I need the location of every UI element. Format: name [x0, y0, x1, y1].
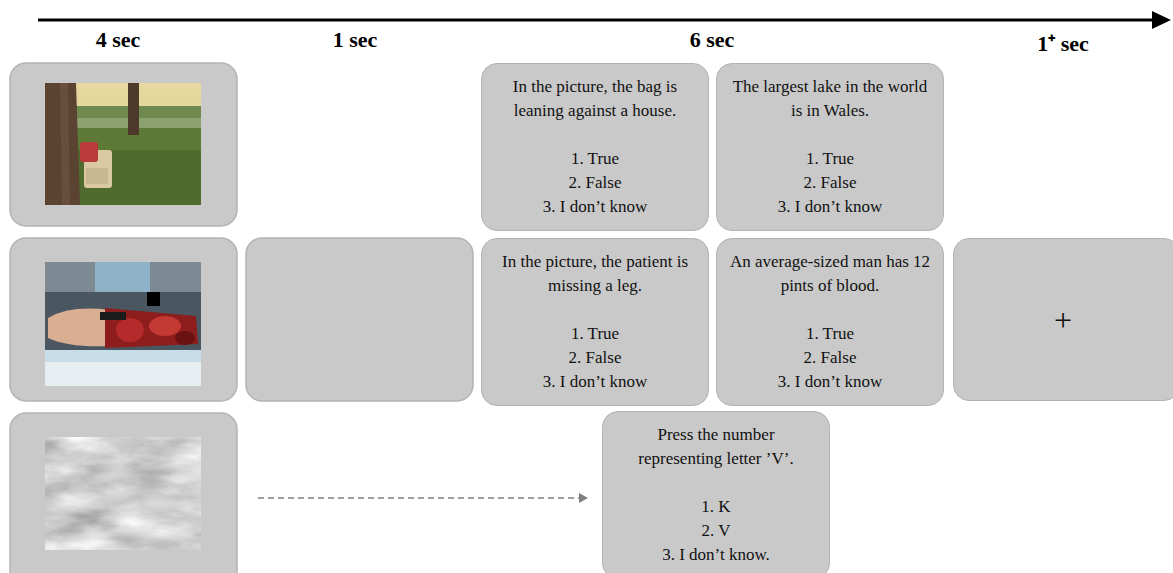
image-frame: [10, 413, 237, 573]
patient-photo: [45, 262, 201, 386]
text-stack: In the picture, the patient is missing a…: [494, 250, 696, 394]
answer-option: 3. I don’t know: [778, 195, 883, 219]
time-label: 1 sec: [333, 27, 378, 53]
answer-option: 2. False: [804, 346, 857, 370]
answer-option: 3. I don’t know: [778, 370, 883, 394]
answer-option: 1. K: [701, 495, 730, 519]
answer-option: 3. I don’t know.: [662, 543, 770, 567]
answer-option: 1. True: [571, 322, 619, 346]
text-stack: In the picture, the bag is leaning again…: [494, 75, 696, 219]
question-text: An average-sized man has 12 pints of blo…: [729, 250, 931, 298]
answer-option: 3. I don’t know: [543, 370, 648, 394]
question-box: An average-sized man has 12 pints of blo…: [716, 238, 944, 406]
answer-option: 3. I don’t know: [543, 195, 648, 219]
question-text: In the picture, the patient is missing a…: [494, 250, 696, 298]
question-text: Press the number representing letter ’V’…: [615, 423, 817, 471]
blank-screen: [246, 238, 473, 401]
image-frame: [10, 63, 237, 226]
timeline-arrowhead: [1152, 11, 1171, 29]
time-label: 6 sec: [690, 27, 735, 53]
answer-option: 1. True: [806, 322, 854, 346]
dashed-arrow: [258, 497, 587, 499]
image-frame: [10, 238, 237, 401]
time-label: 1⁺ sec: [1037, 27, 1089, 57]
question-box: The largest lake in the world is in Wale…: [716, 63, 944, 231]
time-label: 4 sec: [96, 27, 141, 53]
park-photo: [45, 83, 201, 205]
question-box: In the picture, the bag is leaning again…: [481, 63, 709, 231]
answer-option: 1. True: [571, 147, 619, 171]
question-box: Press the number representing letter ’V’…: [602, 411, 830, 573]
question-text: In the picture, the bag is leaning again…: [494, 75, 696, 123]
fixation-box: +: [953, 238, 1173, 401]
text-stack: +: [966, 302, 1160, 338]
fixation-cross: +: [1054, 302, 1072, 338]
answer-option: 1. True: [806, 147, 854, 171]
text-stack: Press the number representing letter ’V’…: [615, 423, 817, 567]
answer-option: 2. False: [804, 171, 857, 195]
timeline-axis: [38, 19, 1156, 22]
noise-image: [45, 437, 201, 550]
question-text: The largest lake in the world is in Wale…: [729, 75, 931, 123]
question-box: In the picture, the patient is missing a…: [481, 238, 709, 406]
answer-option: 2. False: [569, 171, 622, 195]
answer-option: 2. False: [569, 346, 622, 370]
answer-option: 2. V: [702, 519, 731, 543]
text-stack: An average-sized man has 12 pints of blo…: [729, 250, 931, 394]
text-stack: The largest lake in the world is in Wale…: [729, 75, 931, 219]
